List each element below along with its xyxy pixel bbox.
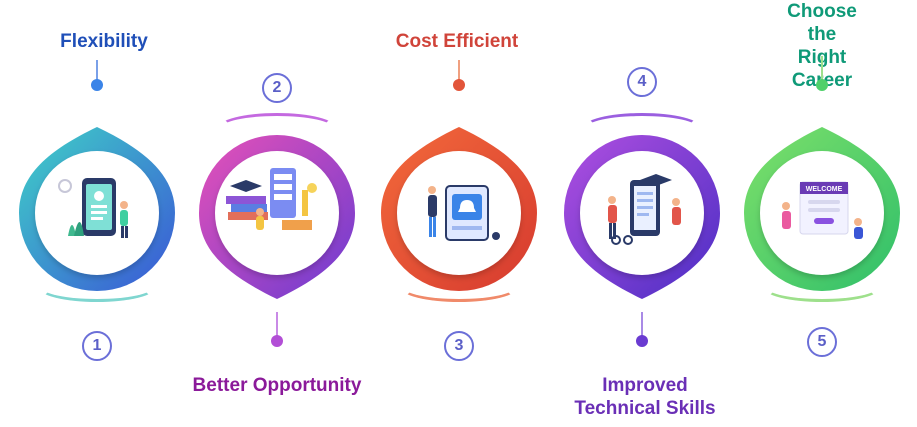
welcome-board-icon: WELCOME [782, 181, 863, 239]
step-1-dot [91, 79, 103, 91]
step-5-title: Choose the Right Career [787, 1, 857, 91]
step-4-connector [641, 312, 643, 340]
step-5-dot [816, 79, 828, 91]
graduation-tablet-icon [608, 174, 681, 245]
step-4-dot [636, 335, 648, 347]
step-3-number: 3 [444, 331, 474, 361]
learning-books-icon [226, 168, 317, 230]
step-1-number: 1 [82, 331, 112, 361]
step-3-connector [458, 60, 460, 80]
step-4-title: Improved Technical Skills [574, 375, 716, 419]
step-3-title: Cost Efficient [395, 31, 519, 52]
step-2-dot [271, 335, 283, 347]
step-5-connector [821, 56, 823, 80]
step-2-number: 2 [262, 73, 292, 103]
step-4-number: 4 [627, 67, 657, 97]
tablet-profile-icon [58, 178, 128, 238]
step-2-connector [276, 312, 278, 340]
step-2-arc [218, 113, 336, 143]
notification-screen-icon [428, 185, 500, 241]
step-1-title: Flexibility [60, 31, 148, 52]
step-2-title: Better Opportunity [192, 375, 362, 396]
step-5-number: 5 [807, 327, 837, 357]
step-1-connector [96, 60, 98, 80]
step-1-arc [38, 272, 156, 302]
step-4-arc [583, 113, 701, 143]
welcome-sign-text: WELCOME [806, 186, 843, 193]
step-3-arc [400, 272, 518, 302]
step-3-dot [453, 79, 465, 91]
step-5-arc [763, 272, 881, 302]
